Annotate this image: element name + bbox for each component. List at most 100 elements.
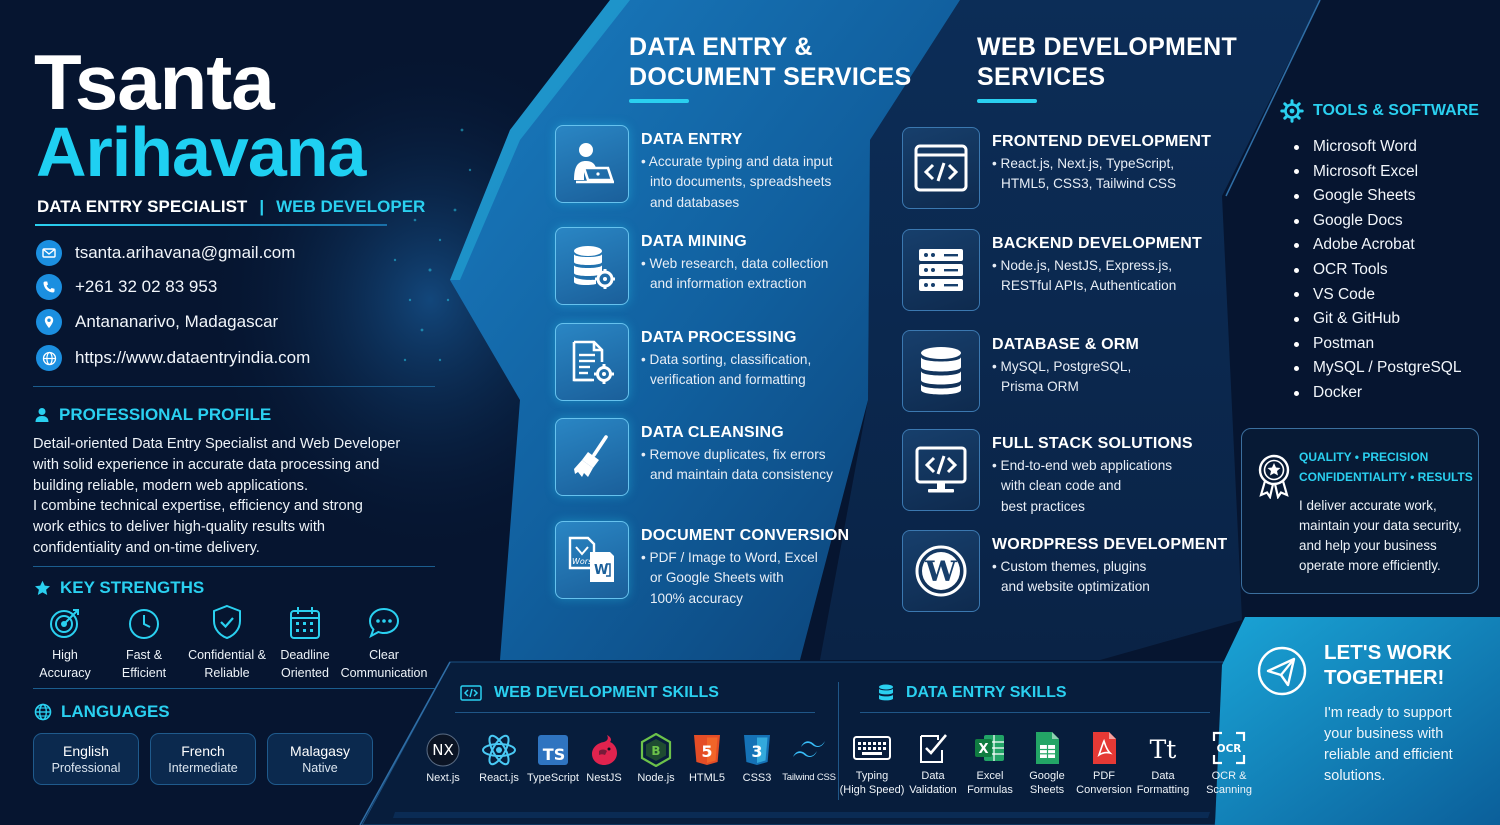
cta-text-line: your business with [1324, 726, 1444, 742]
tool-item: Microsoft Word [1294, 135, 1461, 160]
service-desc-line: or Google Sheets with [650, 570, 784, 586]
google-sheets-icon [1034, 729, 1060, 767]
service-desc-line: • MySQL, PostgreSQL, [992, 359, 1132, 374]
contact-email[interactable]: tsanta.arihavana@gmail.com [36, 239, 436, 267]
skill-nestjs: NestJS [584, 731, 624, 785]
keyboard-icon [853, 729, 891, 767]
website-text: https://www.dataentryindia.com [75, 348, 311, 367]
service-desc-line: and databases [650, 194, 740, 210]
typescript-glyph: TS [543, 745, 565, 764]
strength-item: Clear Communication [340, 600, 428, 682]
tool-item: VS Code [1294, 283, 1461, 308]
profile-line: Detail-oriented Data Entry Specialist an… [33, 436, 401, 452]
service-title: DATA CLEANSING [641, 424, 784, 441]
service-desc-line: 100% accuracy [650, 590, 743, 606]
data-skills-heading: DATA ENTRY SKILLS [878, 684, 1067, 702]
divider [455, 712, 815, 713]
languages-heading: LANGUAGES [34, 702, 170, 722]
quality-heading-line: CONFIDENTIALITY • RESULTS [1299, 470, 1473, 484]
skill-line1: Data [1151, 770, 1175, 782]
service-data-cleansing: DATA CLEANSING • Remove duplicates, fix … [555, 418, 885, 496]
skill-line2: Validation [909, 784, 957, 796]
job-roles: DATA ENTRY SPECIALIST|WEB DEVELOPER [37, 197, 425, 217]
roles-underline [35, 224, 387, 226]
service-wordpress: W WORDPRESS DEVELOPMENT • Custom themes,… [902, 530, 1232, 612]
tool-item: MySQL / PostgreSQL [1294, 356, 1461, 381]
service-title: DATA MINING [641, 233, 747, 250]
skill-google-sheets: Google Sheets [1022, 729, 1072, 797]
service-full-stack: FULL STACK SOLUTIONS • End-to-end web ap… [902, 429, 1232, 517]
code-window-icon [902, 127, 980, 209]
service-desc-line: Prisma ORM [1001, 379, 1079, 395]
skill-label: TypeScript [527, 772, 579, 784]
tool-item: Git & GitHub [1294, 307, 1461, 332]
divider [860, 712, 1210, 713]
cta-title-line: TOGETHER! [1324, 666, 1445, 689]
skill-label: React.js [479, 772, 519, 784]
skill-line1: Data [921, 770, 945, 782]
title-line: SERVICES [977, 63, 1106, 91]
excel-icon: X [974, 729, 1006, 767]
svg-text:W: W [924, 555, 957, 588]
ocr-glyph: OCR [1217, 743, 1242, 755]
service-desc-line: RESTful APIs, Authentication [1001, 278, 1177, 294]
contact-phone[interactable]: +261 32 02 83 953 [36, 273, 436, 301]
strength-line1: Clear [369, 648, 399, 662]
quality-text-line: operate more efficiently. [1299, 558, 1441, 573]
service-desc-line: • End-to-end web applications [992, 458, 1173, 473]
email-text: tsanta.arihavana@gmail.com [75, 243, 296, 262]
tailwind-icon [792, 731, 826, 769]
css3-icon: 3 [743, 731, 771, 769]
skill-line2: (High Speed) [839, 784, 905, 796]
language-name: Malagasy [290, 743, 350, 759]
quality-text-line: maintain your data security, [1299, 518, 1462, 533]
service-desc-line: • Custom themes, plugins [992, 559, 1147, 574]
globe-icon [34, 703, 52, 721]
cta-text-line: I'm ready to support [1324, 705, 1452, 721]
data-entry-services-title: DATA ENTRY & DOCUMENT SERVICES [629, 32, 911, 92]
cta-text: I'm ready to support your business with … [1324, 703, 1453, 787]
web-skills-title: WEB DEVELOPMENT SKILLS [494, 684, 719, 701]
tool-item: Google Sheets [1294, 184, 1461, 209]
quality-text-line: and help your business [1299, 538, 1437, 553]
broom-icon [555, 418, 629, 496]
tools-title: TOOLS & SOFTWARE [1313, 102, 1479, 119]
title-line: DATA ENTRY & [629, 33, 813, 61]
tools-list: Microsoft Word Microsoft Excel Google Sh… [1294, 135, 1461, 406]
skill-line2: Conversion [1076, 784, 1132, 796]
wordpress-icon: W [902, 530, 980, 612]
document-gear-icon [555, 323, 629, 401]
person-icon [35, 408, 49, 422]
quality-text: I deliver accurate work, maintain your d… [1299, 496, 1462, 576]
nextjs-icon: NX [426, 731, 460, 769]
tools-heading: TOOLS & SOFTWARE [1280, 99, 1479, 123]
skill-line1: OCR & [1211, 770, 1247, 782]
strength-line1: Confidential & [188, 648, 266, 662]
data-skills-title: DATA ENTRY SKILLS [906, 684, 1067, 701]
divider [33, 688, 435, 689]
contact-location: Antananarivo, Madagascar [36, 308, 436, 336]
service-title: DATABASE & ORM [992, 336, 1140, 353]
tool-item: Postman [1294, 332, 1461, 357]
skill-label: Node.js [637, 772, 675, 784]
strength-line2: Communication [340, 666, 428, 680]
skill-data-formatting: Tt Data Formatting [1134, 729, 1192, 797]
database-icon [902, 330, 980, 412]
database-icon [879, 684, 893, 701]
divider [33, 566, 435, 567]
tool-item: Docker [1294, 381, 1461, 406]
skill-label: CSS3 [742, 772, 772, 784]
person-laptop-icon [555, 125, 629, 203]
award-badge-icon [1258, 454, 1290, 499]
tool-item: Microsoft Excel [1294, 160, 1461, 185]
service-data-mining: DATA MINING • Web research, data collect… [555, 227, 885, 305]
role-primary: DATA ENTRY SPECIALIST [37, 197, 248, 216]
contact-website[interactable]: https://www.dataentryindia.com [36, 344, 436, 372]
svg-text:3: 3 [751, 742, 762, 761]
quality-text-line: I deliver accurate work, [1299, 498, 1437, 513]
language-level: Professional [51, 761, 121, 775]
strength-item: Confidential & Reliable [184, 600, 270, 682]
skill-typing: Typing (High Speed) [840, 729, 904, 797]
shield-check-icon [211, 600, 243, 640]
